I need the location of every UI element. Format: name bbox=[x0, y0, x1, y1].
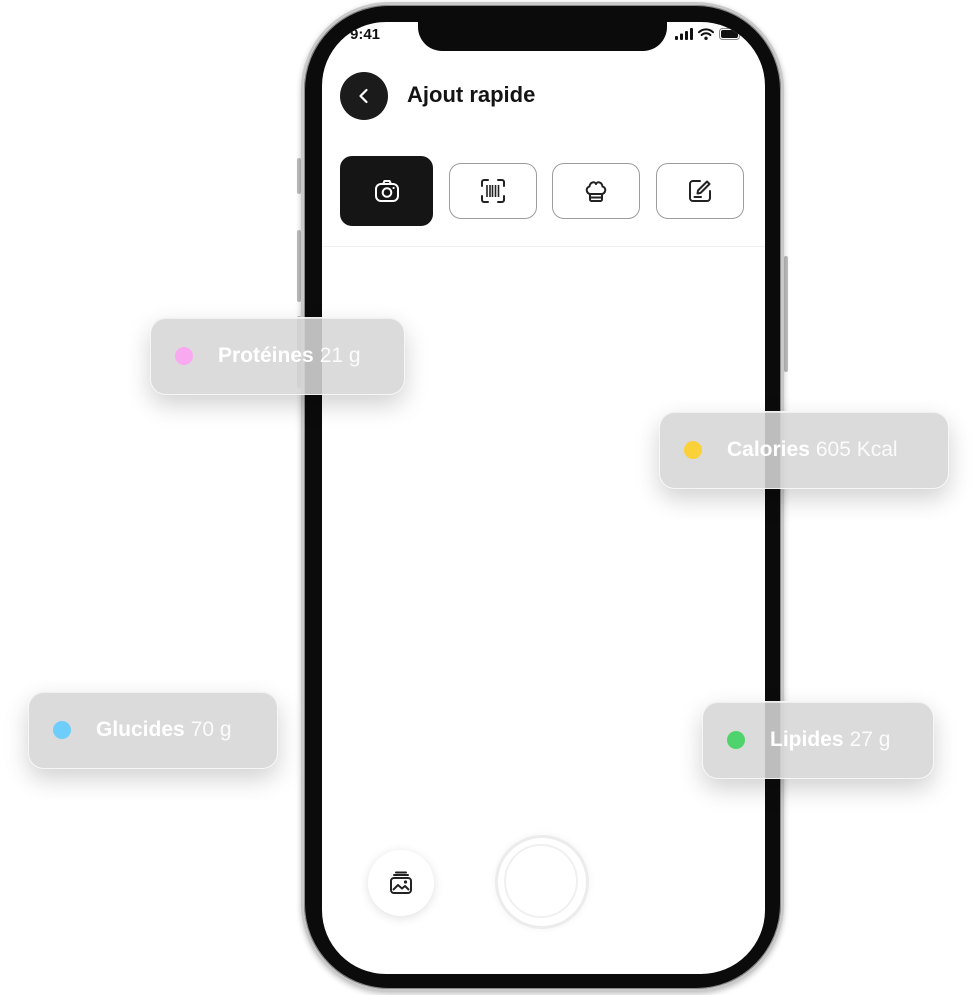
carbs-color-dot bbox=[53, 721, 71, 739]
mode-tab-bar bbox=[322, 142, 765, 247]
calories-label: Calories bbox=[727, 438, 810, 461]
chevron-left-icon bbox=[359, 88, 368, 104]
notch bbox=[418, 22, 667, 51]
fats-value: 27 g bbox=[849, 728, 891, 751]
wifi-icon bbox=[698, 28, 714, 40]
tab-recipe[interactable] bbox=[552, 163, 640, 219]
proteins-label: Protéines bbox=[218, 344, 314, 367]
tab-barcode[interactable] bbox=[449, 163, 537, 219]
page-title: Ajout rapide bbox=[407, 82, 536, 107]
battery-icon bbox=[719, 28, 743, 40]
camera-icon bbox=[374, 180, 399, 202]
proteins-chip: Protéines 21 g bbox=[150, 317, 405, 395]
carbs-label: Glucides bbox=[96, 718, 185, 741]
fats-color-dot bbox=[727, 731, 745, 749]
silent-switch bbox=[297, 158, 301, 194]
calories-chip: Calories 605 Kcal bbox=[659, 411, 949, 489]
fats-chip: Lipides 27 g bbox=[702, 701, 934, 779]
back-button[interactable] bbox=[340, 72, 388, 120]
calories-color-dot bbox=[684, 441, 702, 459]
carbs-value: 70 g bbox=[190, 718, 232, 741]
cellular-signal-icon bbox=[675, 28, 693, 40]
gallery-button[interactable] bbox=[368, 850, 434, 916]
shutter-button[interactable] bbox=[498, 838, 586, 926]
status-time: 9:41 bbox=[350, 26, 381, 43]
barcode-scan-icon bbox=[481, 179, 505, 203]
phone-screen: 9:41 Ajout rapi bbox=[322, 22, 765, 974]
status-icons bbox=[675, 28, 743, 40]
chef-hat-icon bbox=[585, 181, 607, 202]
volume-up-button bbox=[297, 230, 301, 302]
proteins-value: 21 g bbox=[319, 344, 361, 367]
proteins-color-dot bbox=[175, 347, 193, 365]
tab-camera[interactable] bbox=[340, 156, 433, 226]
calories-value: 605 Kcal bbox=[815, 438, 898, 461]
edit-note-icon bbox=[689, 180, 711, 202]
carbs-chip: Glucides 70 g bbox=[28, 691, 278, 769]
photo-gallery-icon bbox=[390, 871, 412, 894]
fats-label: Lipides bbox=[770, 728, 844, 751]
tab-manual-entry[interactable] bbox=[656, 163, 744, 219]
power-button bbox=[784, 256, 788, 372]
